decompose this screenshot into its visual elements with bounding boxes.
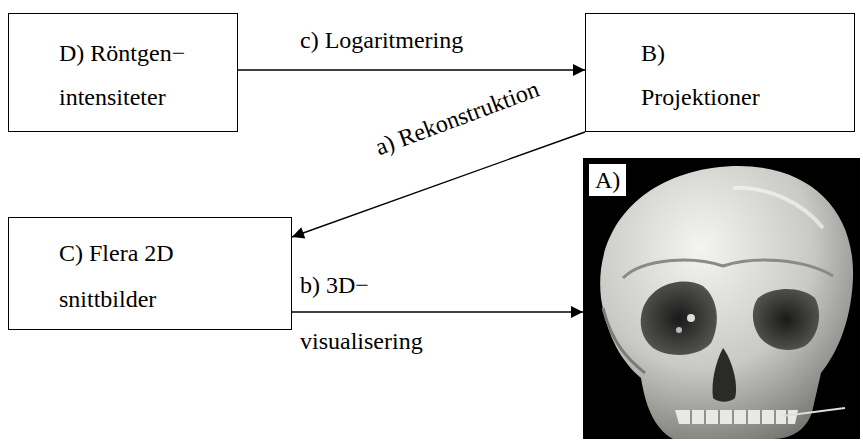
- box-label: D) Röntgen− intensiteter: [59, 31, 209, 119]
- box-label: B) Projektioner: [641, 31, 781, 119]
- process-box: D) Röntgen− intensiteter: [8, 13, 238, 132]
- edge-label: a) Rekonstruktion: [371, 75, 543, 161]
- arrow-connector: [238, 69, 585, 70]
- panel-tag: A): [588, 163, 627, 197]
- process-box: C) Flera 2D snittbilder: [8, 217, 292, 330]
- box-label: C) Flera 2D snittbilder: [59, 230, 229, 322]
- image-panel: A): [583, 158, 860, 439]
- edge-label: c) Logaritmering: [300, 26, 463, 54]
- skull-rendering: [583, 158, 860, 439]
- arrow-connector: [292, 132, 585, 237]
- arrow-connector: [292, 311, 583, 312]
- process-box: B) Projektioner: [585, 13, 855, 132]
- edge-label: b) 3D− visualisering: [300, 257, 410, 369]
